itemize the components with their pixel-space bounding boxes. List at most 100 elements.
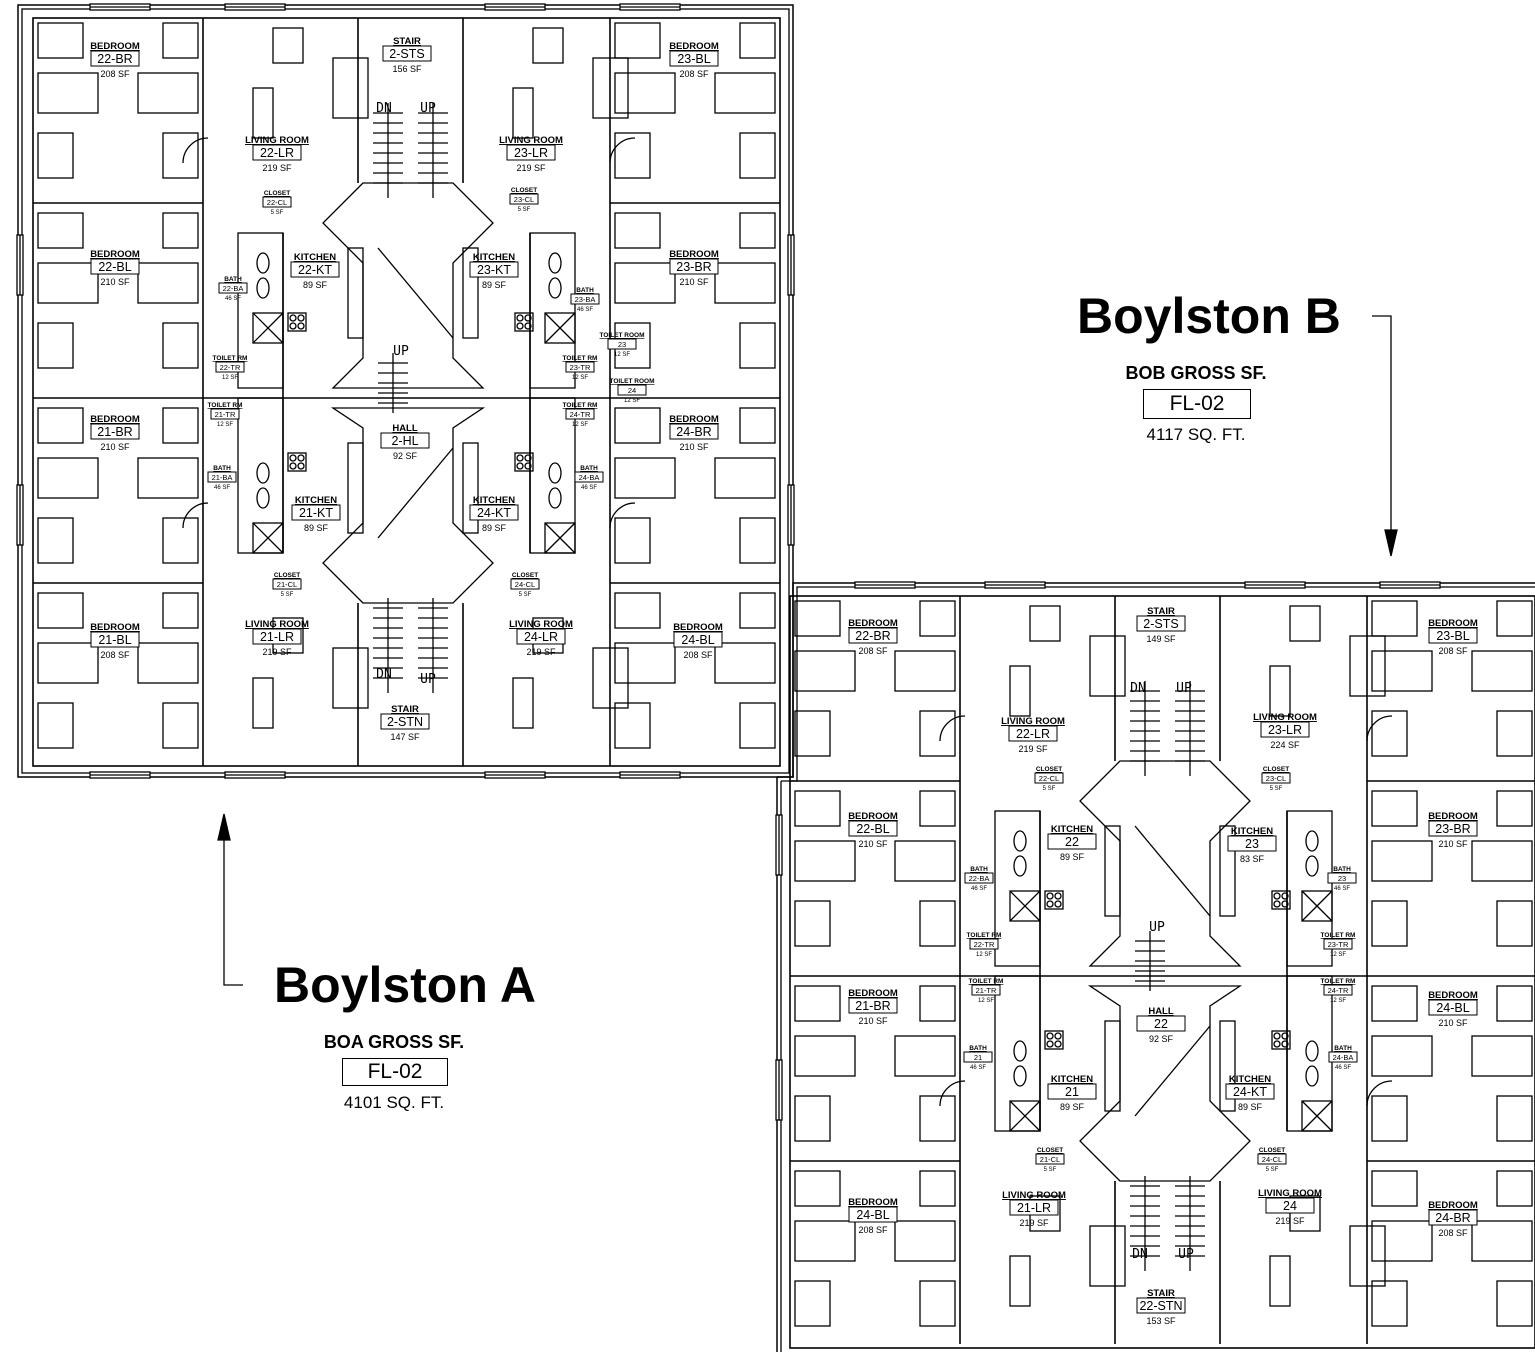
closet [162,212,199,249]
table [1269,1255,1291,1307]
room-area: 12 SF [217,422,233,428]
sink [1013,1065,1027,1087]
dresser [37,517,74,564]
shower [252,312,284,344]
stair-direction: DN [376,667,392,682]
room-area: 219 SF [1019,1218,1049,1228]
room-code: 22-CL [1039,774,1059,783]
room-code: 21-BR [855,999,890,1013]
counter [462,442,479,534]
room-code-box [969,938,999,950]
room-name: CLOSET [1037,1147,1063,1154]
room-name: HALL [392,423,418,434]
room-area: 219 SF [262,163,292,173]
closet [739,407,776,444]
room-name: KITCHEN [1051,1074,1093,1085]
room-area: 92 SF [393,451,418,461]
room-code-box [1261,772,1291,784]
room-name: LIVING ROOM [509,619,573,630]
closet [37,22,84,59]
room-area: 5 SF [518,207,531,213]
boylston-b-leader-line [1372,315,1392,532]
room-area: 210 SF [100,442,130,452]
room-name: BEDROOM [90,41,140,52]
closet [614,407,661,444]
sofa [1349,1225,1386,1287]
room-area: 5 SF [271,210,284,216]
plan-linework [16,3,1535,1352]
room-code: 21-CL [1040,1155,1060,1164]
sofa [332,647,369,709]
room-code-box [574,471,604,483]
closet [162,407,199,444]
room-code: 24-CL [1262,1155,1282,1164]
room-area: 147 SF [390,732,420,742]
desk [1471,840,1533,882]
dresser [614,702,651,749]
room-area: 12 SF [978,998,994,1004]
gross-label-a: BOA GROSS SF. [323,1032,465,1052]
bed [1371,1220,1433,1262]
stair-direction: DN [1130,681,1146,696]
room-code-box [1035,1153,1065,1165]
room-code: 23-LR [514,146,548,160]
room-code: 21 [1065,1085,1079,1099]
counter [1104,825,1121,917]
room-code: 23-CL [1266,774,1286,783]
toilet [1013,1040,1027,1062]
room-code-box [1225,1083,1275,1100]
room-area: 208 SF [683,650,713,660]
room-code: 24-BA [1333,1053,1354,1062]
sink [548,487,562,509]
shower [252,522,284,554]
building-title-a: Boylston A [274,957,537,1013]
room-area: 89 SF [1238,1102,1263,1112]
stove [514,312,534,332]
sink [256,487,270,509]
room-code-box [218,282,248,294]
bed [1371,1035,1433,1077]
room-code: 24-BR [1435,1211,1470,1225]
room-code-box [90,258,140,275]
room-code-box [1323,938,1353,950]
room-code: 22-LR [260,146,294,160]
room-area: 12 SF [572,422,588,428]
toilet [548,462,562,484]
hall-hexagon [322,182,494,389]
stove [1271,890,1291,910]
room-code: 24-KT [477,506,511,520]
boylston-a-leader-line [223,822,243,986]
stair-direction: UP [420,672,436,687]
room-name: TOILET RM [1321,932,1356,939]
dresser [739,517,776,564]
stove [1271,1030,1291,1050]
room-code-box [90,50,140,67]
room-code: 21-BA [212,473,233,482]
room-name: BEDROOM [90,622,140,633]
room-code-box [1136,1015,1186,1032]
sink [256,277,270,299]
bed [794,650,856,692]
room-code: 23-KT [477,263,511,277]
room-name: BEDROOM [1428,618,1478,629]
room-code-box [1257,1153,1287,1165]
closet [794,790,841,827]
bed [37,642,99,684]
room-code-box [1428,999,1478,1016]
room-code-box [607,338,637,350]
toilet [256,462,270,484]
room-area: 208 SF [100,69,130,79]
